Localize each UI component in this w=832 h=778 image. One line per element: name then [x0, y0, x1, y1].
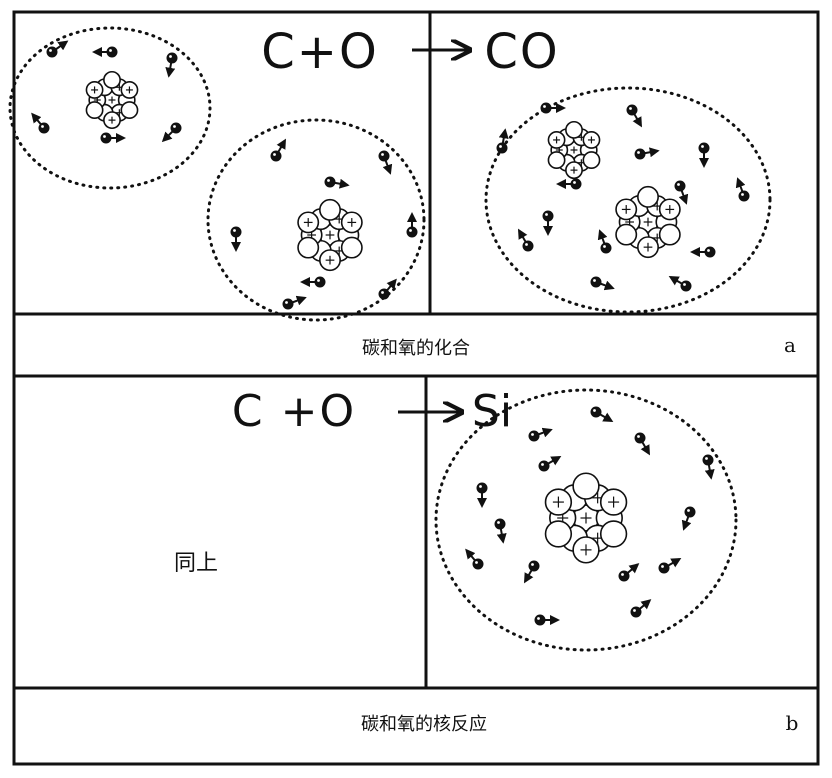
electron	[46, 40, 69, 58]
electron	[230, 226, 242, 252]
electron	[540, 102, 566, 114]
electron	[556, 178, 582, 190]
atomic-nucleus	[297, 198, 363, 272]
electron	[270, 138, 287, 162]
electron	[476, 482, 488, 508]
electron-cloud-boundary	[8, 26, 212, 190]
electron	[31, 112, 50, 134]
electron	[534, 614, 560, 626]
atomic-nucleus	[544, 472, 628, 564]
electron	[702, 454, 715, 480]
electron	[406, 212, 418, 238]
same-as-above-note: 同上	[174, 551, 218, 576]
electron	[538, 455, 562, 472]
outer-frame	[12, 10, 820, 766]
electrons	[31, 40, 750, 626]
electron	[528, 427, 553, 442]
electron	[690, 246, 716, 258]
panel-b: C +O Si 同上 碳和氧的核反应 b	[174, 386, 798, 735]
electron	[300, 276, 326, 288]
electron	[542, 210, 554, 236]
electron	[324, 176, 350, 189]
electron	[378, 150, 393, 175]
electron	[735, 177, 750, 202]
panel-a: C+O CO 碳和氧的化合 a	[8, 24, 796, 359]
electron	[282, 295, 307, 310]
electron	[165, 52, 178, 78]
caption-b: 碳和氧的核反应	[361, 714, 487, 735]
electron	[517, 228, 534, 252]
equation-b-right: Si	[472, 386, 512, 437]
electron	[590, 406, 614, 423]
electron-cloud-boundary	[434, 388, 738, 652]
panel-label-a: a	[784, 333, 796, 357]
electron	[634, 147, 660, 160]
electron	[634, 432, 650, 456]
electron	[597, 229, 612, 254]
electron	[494, 518, 507, 544]
electron	[590, 276, 615, 291]
electron	[465, 548, 484, 570]
electron	[674, 180, 689, 205]
caption-a: 碳和氧的化合	[362, 338, 470, 359]
electron	[698, 142, 710, 168]
electron	[92, 46, 118, 58]
electron	[630, 599, 652, 618]
panel-label-b: b	[786, 711, 799, 735]
equation-b-left: C +O	[232, 386, 356, 437]
electron	[618, 563, 640, 582]
electron	[378, 278, 397, 300]
electron	[626, 104, 643, 128]
atomic-nucleus	[85, 70, 139, 130]
electron-cloud-boundary	[484, 86, 772, 314]
electron	[668, 275, 692, 292]
electron	[658, 557, 682, 574]
electron	[523, 560, 540, 584]
atomic-nucleus	[547, 120, 601, 180]
atomic-nucleus	[615, 185, 681, 259]
electron	[161, 122, 182, 143]
equation-a-right: CO	[484, 24, 559, 80]
electron-cloud-boundary	[206, 118, 426, 322]
electron	[681, 506, 696, 531]
electron	[100, 132, 126, 144]
equation-a-left: C+O	[261, 24, 379, 80]
electron	[496, 128, 509, 154]
